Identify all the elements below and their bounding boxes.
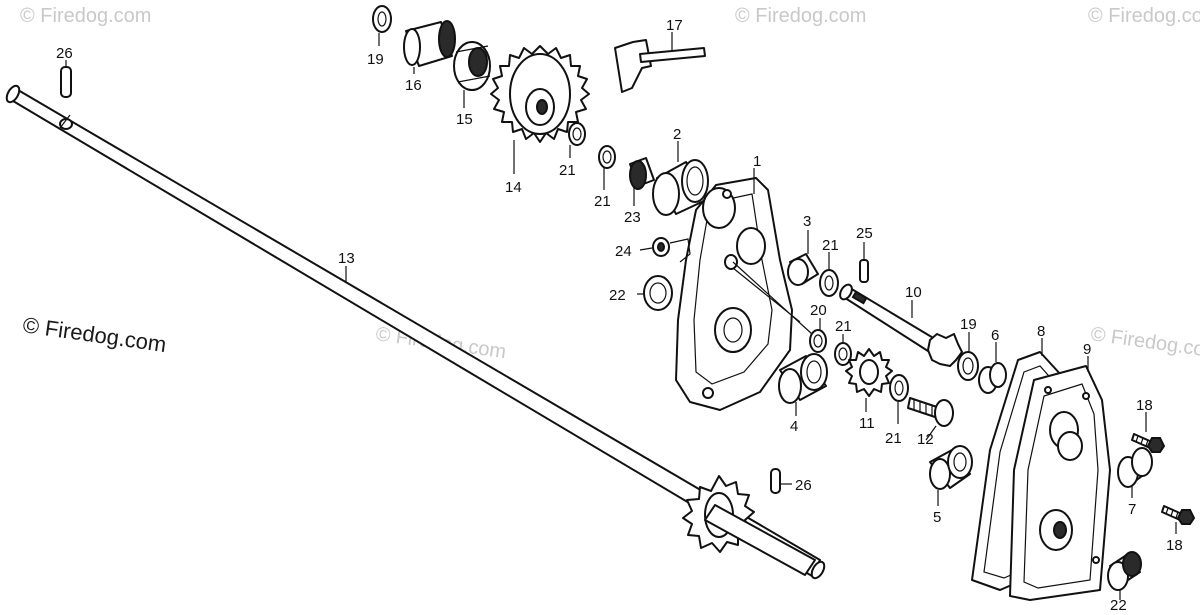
callout-8: 8: [1037, 323, 1045, 340]
part-21-washer-a: [568, 122, 586, 158]
callout-19-top: 19: [367, 51, 384, 68]
watermark-top-left: © Firedog.com: [20, 5, 151, 27]
callout-labels: 1 2 3 4 5 6 7 8 9 10 11 12 13 14 15 16 1…: [56, 17, 1183, 614]
callout-15: 15: [456, 111, 473, 128]
shaft-sprocket: [682, 475, 816, 576]
part-16-sleeve: [403, 20, 456, 74]
part-23-needle-bearing: [629, 157, 655, 206]
callout-10: 10: [905, 284, 922, 301]
callout-19-right: 19: [960, 316, 977, 333]
callout-21-b: 21: [594, 193, 611, 210]
part-14-large-gear: [490, 45, 590, 174]
part-19-washer-top: [372, 5, 392, 46]
callout-5: 5: [933, 509, 941, 526]
watermark-main: © Firedog.com: [21, 312, 168, 357]
part-20-washer: [809, 318, 827, 353]
callout-25: 25: [856, 225, 873, 242]
callout-20: 20: [810, 302, 827, 319]
callout-24: 24: [615, 243, 632, 260]
part-21-washer-c: [819, 252, 839, 297]
callout-13: 13: [338, 250, 355, 267]
part-13-drive-shaft: [5, 84, 826, 580]
callout-18-lower: 18: [1166, 537, 1183, 554]
callout-18-upper: 18: [1136, 397, 1153, 414]
part-1-gear-housing: [675, 168, 793, 411]
part-4-collar: [778, 353, 828, 416]
part-25-pin: [859, 242, 869, 283]
callout-9: 9: [1083, 341, 1091, 358]
part-21-washer-b: [598, 145, 616, 190]
part-26-pin-upper: [60, 60, 72, 98]
watermark-top-center: © Firedog.com: [735, 5, 866, 27]
callout-1: 1: [753, 153, 761, 170]
part-7-bearing: [1117, 447, 1153, 498]
callout-2: 2: [673, 126, 681, 143]
part-18-bolt-lower: [1161, 505, 1196, 534]
callout-11: 11: [859, 415, 875, 432]
part-21-washer-d: [834, 334, 852, 366]
part-10-pinion-shaft: [839, 283, 963, 367]
callout-4: 4: [790, 418, 798, 435]
part-9-gear-cover: [1009, 356, 1111, 601]
callout-16: 16: [405, 77, 422, 94]
part-17-shift-fork: [614, 32, 706, 93]
part-24-seal: [639, 237, 691, 263]
part-18-bolt-upper: [1131, 412, 1166, 453]
callout-21-a: 21: [559, 162, 576, 179]
part-11-small-gear: [845, 348, 893, 412]
callout-26-bottom: 26: [795, 477, 812, 494]
callout-22-left: 22: [609, 287, 626, 304]
watermark-top-right: © Firedog.com: [1088, 5, 1200, 27]
part-12-bolt: [907, 397, 954, 441]
part-19-washer-b: [957, 332, 979, 381]
part-5-cap: [929, 445, 973, 506]
callout-26-top: 26: [56, 45, 73, 62]
part-15-clutch: [453, 41, 491, 108]
callout-17: 17: [666, 17, 683, 34]
part-2-bushing: [652, 141, 709, 216]
callout-21-e: 21: [885, 430, 902, 447]
faint-watermarks: © Firedog.com © Firedog.com © Firedog.co…: [20, 5, 1200, 363]
part-22-oil-seal-right: [1107, 551, 1142, 600]
callout-21-c: 21: [822, 237, 839, 254]
callout-14: 14: [505, 179, 522, 196]
callout-23: 23: [624, 209, 641, 226]
part-22-oil-seal-left: [637, 275, 673, 311]
callout-6: 6: [991, 327, 999, 344]
part-3-collar: [787, 230, 819, 286]
callout-22-right: 22: [1110, 597, 1127, 614]
part-21-washer-e: [889, 374, 909, 424]
part-26-pin-lower: [770, 468, 792, 494]
callout-12: 12: [917, 431, 934, 448]
part-6-bushing: [978, 342, 1007, 394]
callout-21-d: 21: [835, 318, 852, 335]
watermark-right: © Firedog.com: [1089, 323, 1200, 363]
callout-7: 7: [1128, 501, 1136, 518]
callout-3: 3: [803, 213, 811, 230]
